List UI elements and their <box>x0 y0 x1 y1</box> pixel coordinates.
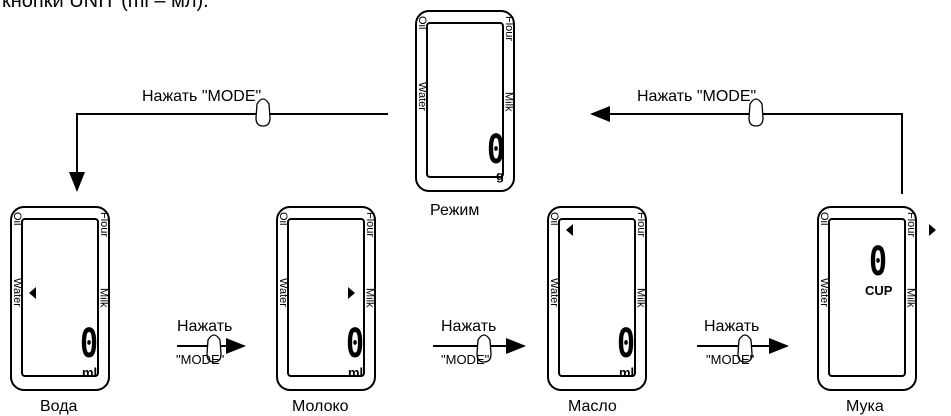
label-water: Water <box>11 278 23 307</box>
label-flour: Flour <box>905 212 917 238</box>
label-water: Water <box>416 82 428 111</box>
label-milk: Milk <box>503 92 515 112</box>
caption-milk: Молоко <box>292 398 349 415</box>
label-water: Water <box>818 278 830 307</box>
label-oil: Oil <box>416 16 428 30</box>
indicator-arrow-icon <box>29 287 36 299</box>
finger-press-icon <box>206 98 764 363</box>
label-water: Water <box>277 278 289 307</box>
press-mode-label-left: Нажать "MODE" <box>142 88 262 105</box>
indicator-arrow-icon <box>348 287 355 299</box>
weight-digit: 0 <box>80 321 99 367</box>
label-milk: Milk <box>98 288 110 308</box>
label-oil: Oil <box>548 212 560 226</box>
label-oil: Oil <box>11 212 23 226</box>
weight-digit: 0 <box>869 239 888 285</box>
caption-flour: Мука <box>846 398 884 415</box>
unit-label: CUP <box>865 283 893 298</box>
press-label-2: Нажать <box>441 318 497 335</box>
indicator-arrow-icon <box>929 224 936 236</box>
weight-digit: 0 <box>346 321 365 367</box>
unit-label: ml <box>82 365 98 380</box>
lcd-display-flour: Oil Water Flour Milk 0 CUP <box>817 206 936 391</box>
label-oil: Oil <box>277 212 289 226</box>
unit-label: ml <box>348 365 364 380</box>
lcd-display-oil: Oil Water Flour Milk 0 ml <box>547 206 647 391</box>
caption-mode: Режим <box>430 202 480 219</box>
label-milk: Milk <box>364 288 376 308</box>
mode-label-2: "MODE" <box>441 352 490 367</box>
label-oil: Oil <box>818 212 830 226</box>
weight-digit: 0 <box>617 321 636 367</box>
label-flour: Flour <box>364 212 376 238</box>
label-milk: Milk <box>905 288 917 308</box>
mode-label-3: "MODE" <box>706 352 755 367</box>
label-milk: Milk <box>635 288 647 308</box>
caption-oil: Масло <box>568 398 617 415</box>
unit-label: g <box>496 168 504 183</box>
indicator-arrow-icon <box>566 224 573 236</box>
label-flour: Flour <box>503 16 515 42</box>
label-flour: Flour <box>98 212 110 238</box>
press-label-1: Нажать <box>177 318 233 335</box>
mode-label-1: "MODE" <box>176 352 225 367</box>
arrow-flour-to-center <box>590 106 903 194</box>
lcd-display-water: Oil Water Flour Milk 0 ml <box>10 206 110 391</box>
weight-digit: 0 <box>487 127 506 173</box>
press-mode-label-right: Нажать "MODE" <box>637 88 757 105</box>
unit-label: ml <box>619 365 635 380</box>
label-water: Water <box>548 278 560 307</box>
label-flour: Flour <box>635 212 647 238</box>
arrow-center-to-water <box>69 113 388 192</box>
caption-water: Вода <box>40 398 78 415</box>
lcd-display-center: Oil Water Flour Milk 0 g <box>415 10 515 192</box>
press-label-3: Нажать <box>704 318 760 335</box>
header-text: кнопки UNIT (ml – мл). <box>2 0 209 12</box>
lcd-display-milk: Oil Water Flour Milk 0 ml <box>276 206 376 391</box>
